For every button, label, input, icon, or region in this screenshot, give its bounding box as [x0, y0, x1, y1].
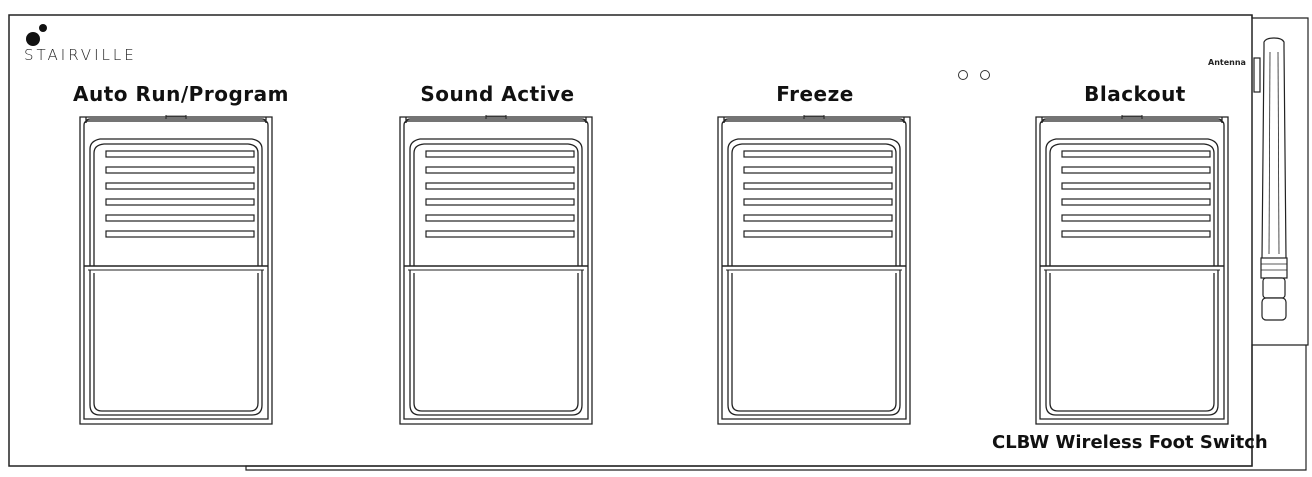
vent-slot-4	[743, 198, 893, 206]
pedal-cap	[721, 120, 907, 143]
vent-slot-2	[105, 166, 255, 174]
vent-slot-4	[425, 198, 575, 206]
logo-text: STAIRVILLE	[24, 46, 137, 64]
vent-slot-5	[105, 214, 255, 222]
pedal-face-upper	[1045, 138, 1219, 266]
pedal-freeze[interactable]	[716, 113, 912, 426]
vent-slot-6	[425, 230, 575, 238]
pedal-top-rim	[1041, 117, 1223, 124]
vent-slot-5	[425, 214, 575, 222]
pedal-lower-inner	[93, 273, 259, 412]
pedal-housing	[717, 116, 911, 425]
label-sound-active: Sound Active	[420, 82, 575, 106]
vent-slot-6	[1061, 230, 1211, 238]
antenna-icon	[1253, 37, 1288, 321]
pedal-blackout[interactable]	[1034, 113, 1230, 426]
vent-slot-6	[105, 230, 255, 238]
vent-slot-3	[1061, 182, 1211, 190]
status-led-2	[980, 70, 990, 80]
vent-slot-4	[1061, 198, 1211, 206]
vent-slot-2	[425, 166, 575, 174]
pedal-face-upper	[727, 138, 901, 266]
pedal-cap	[403, 120, 589, 143]
logo-dot-small	[39, 24, 47, 32]
pedal-auto-run-program[interactable]	[78, 113, 274, 426]
vent-slot-1	[743, 150, 893, 158]
pedal-face-inner	[731, 143, 897, 266]
pedal-housing	[1035, 116, 1229, 425]
vent-slot-5	[1061, 214, 1211, 222]
pedal-face-inner	[413, 143, 579, 266]
logo-dot-large	[26, 32, 40, 46]
pedal-side-rails	[83, 143, 269, 420]
pedal-top-rim	[85, 117, 267, 124]
pedal-side-rails	[1039, 143, 1225, 420]
vent-slot-6	[743, 230, 893, 238]
pedal-housing	[79, 116, 273, 425]
vent-slot-2	[743, 166, 893, 174]
pedal-top-rim	[723, 117, 905, 124]
pedal-top-rim	[405, 117, 587, 124]
pedal-lower-pad	[89, 270, 263, 416]
vent-slot-2	[1061, 166, 1211, 174]
label-blackout: Blackout	[1084, 82, 1186, 106]
vent-slot-1	[105, 150, 255, 158]
pedal-lower-pad	[727, 270, 901, 416]
pedal-lower-inner	[731, 273, 897, 412]
pedal-housing	[399, 116, 593, 425]
pedal-lower-pad	[1045, 270, 1219, 416]
pedal-lower-pad	[409, 270, 583, 416]
vent-slot-4	[105, 198, 255, 206]
pedal-side-rails	[403, 143, 589, 420]
status-leds	[958, 70, 994, 82]
pedal-cap	[83, 120, 269, 143]
status-led-1	[958, 70, 968, 80]
pedal-face-inner	[1049, 143, 1215, 266]
pedal-sound-active[interactable]	[398, 113, 594, 426]
pedal-lower-inner	[413, 273, 579, 412]
vent-slot-1	[1061, 150, 1211, 158]
pedal-cap	[1039, 120, 1225, 143]
pedal-face-upper	[89, 138, 263, 266]
antenna-label: Antenna	[1208, 58, 1246, 67]
product-name: CLBW Wireless Foot Switch	[992, 432, 1268, 453]
pedal-face-upper	[409, 138, 583, 266]
vent-slot-3	[105, 182, 255, 190]
brand-logo: STAIRVILLE	[24, 22, 194, 72]
label-freeze: Freeze	[776, 82, 854, 106]
vent-slot-5	[743, 214, 893, 222]
pedal-side-rails	[721, 143, 907, 420]
pedal-face-inner	[93, 143, 259, 266]
vent-slot-1	[425, 150, 575, 158]
vent-slot-3	[425, 182, 575, 190]
label-auto-run-program: Auto Run/Program	[73, 82, 289, 106]
pedal-lower-inner	[1049, 273, 1215, 412]
vent-slot-3	[743, 182, 893, 190]
